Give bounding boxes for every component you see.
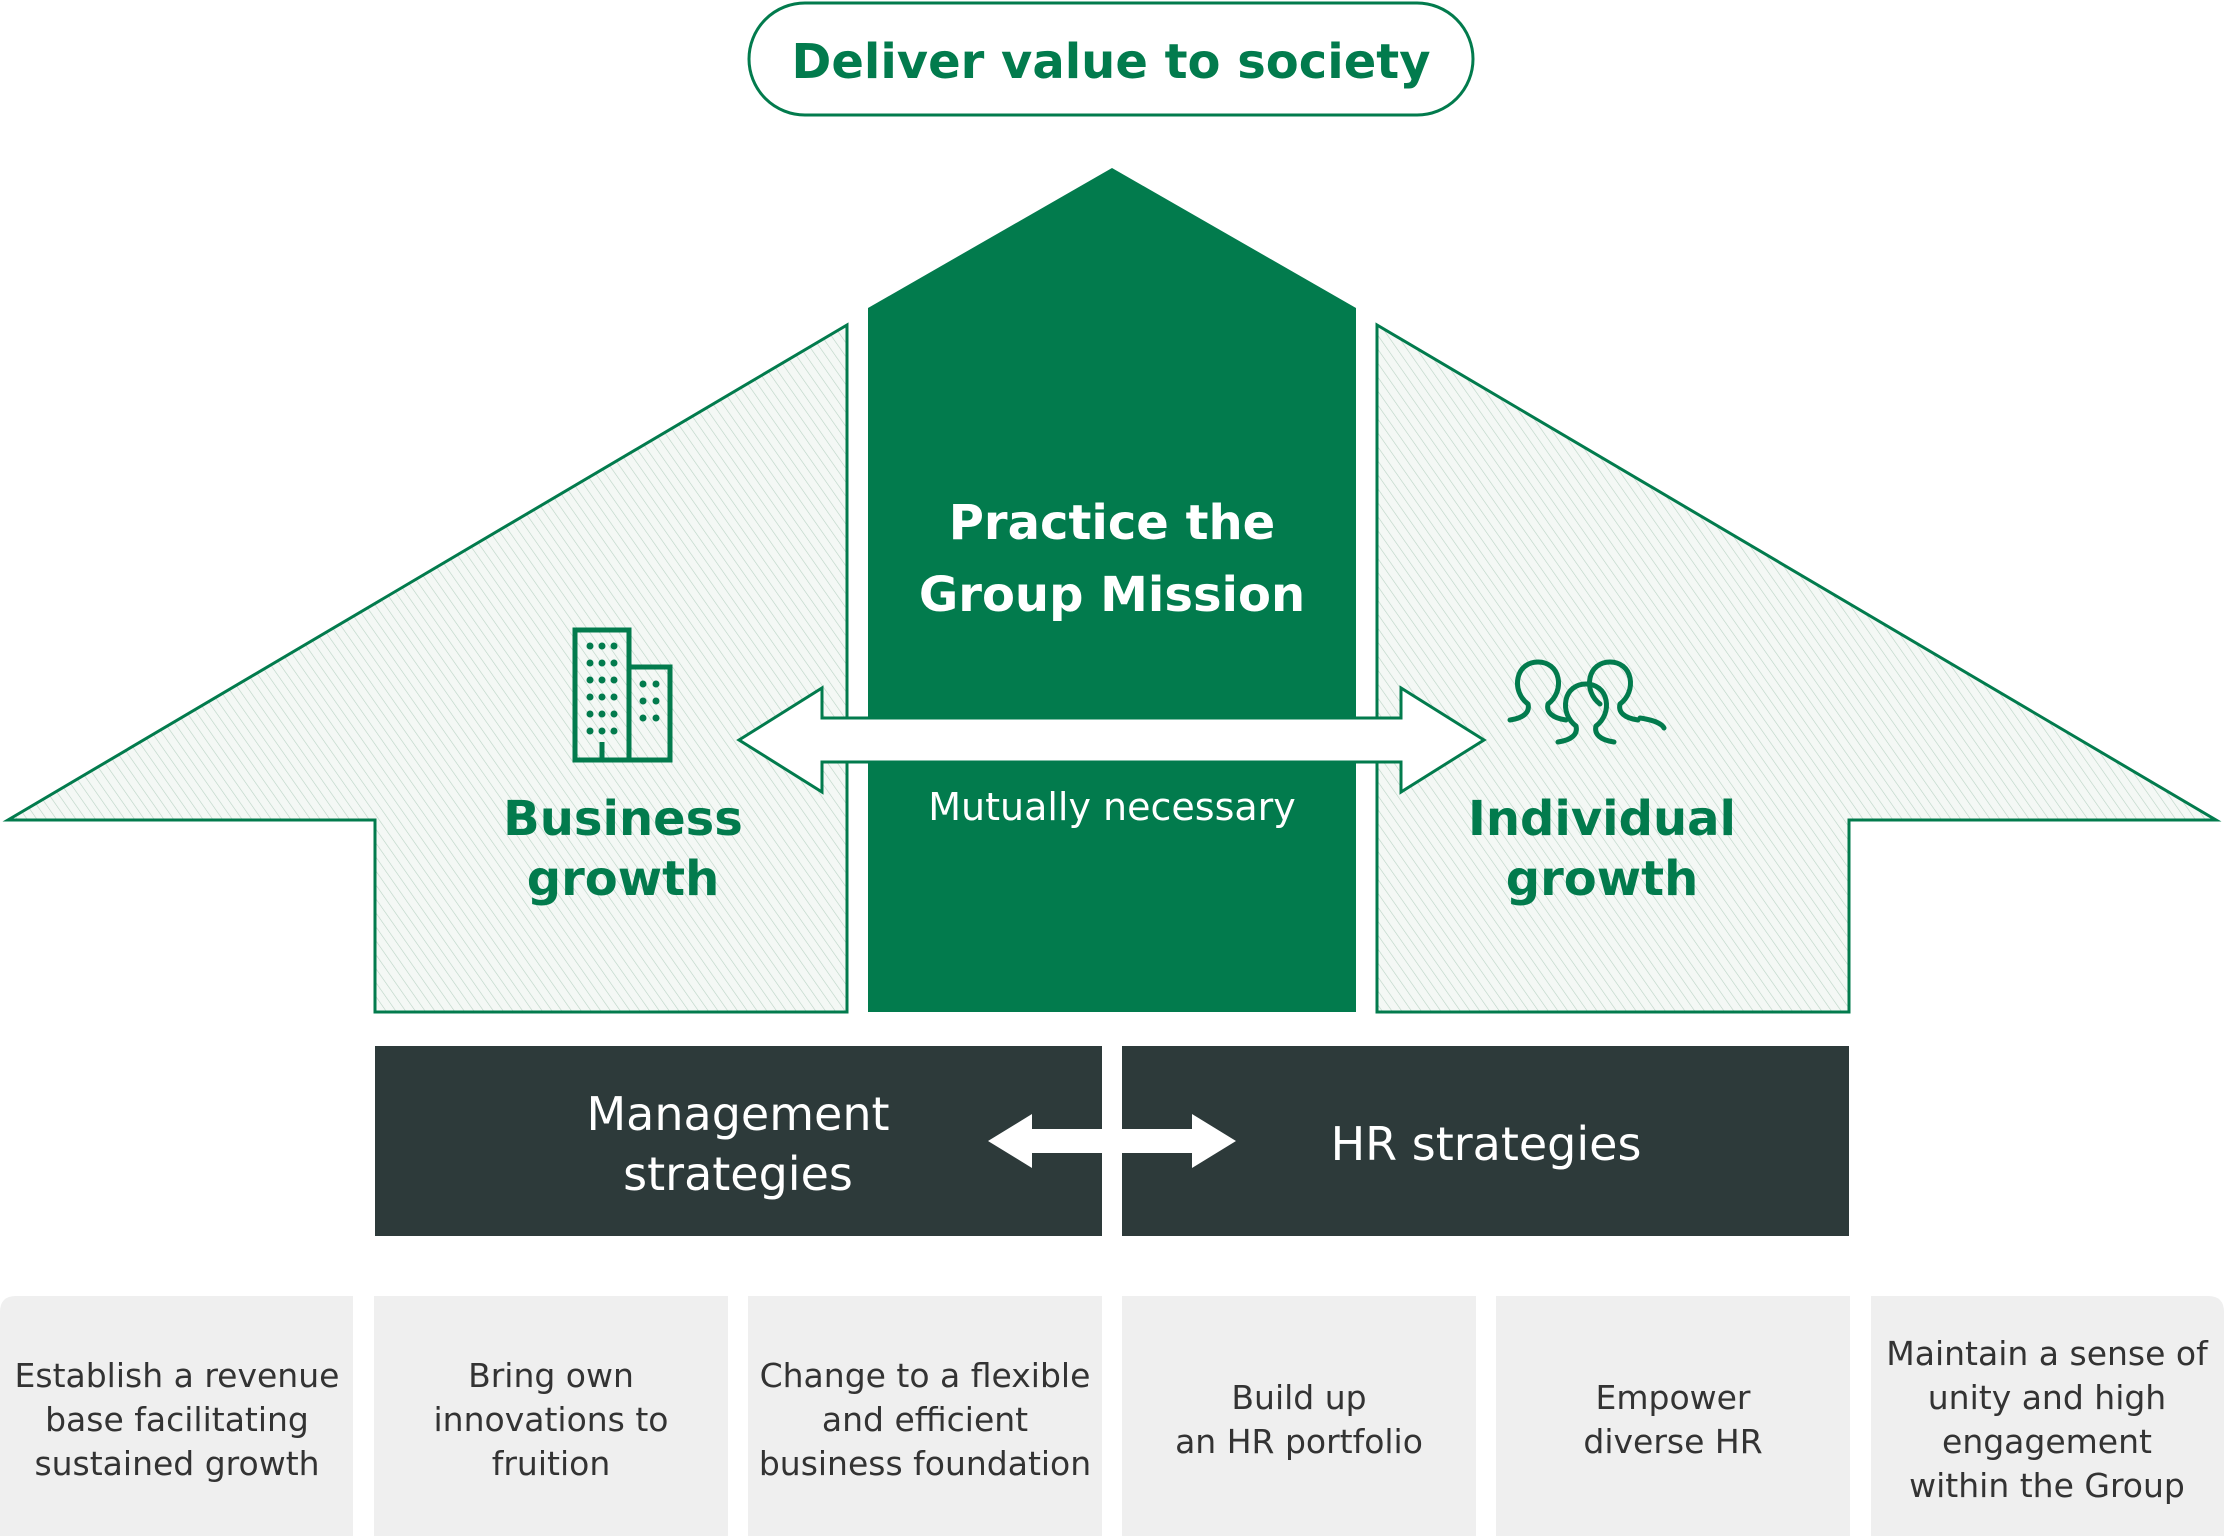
- pillar-1-box: [0, 1296, 353, 1536]
- individual-growth-line-1: Individual: [1468, 791, 1736, 847]
- mission-line-2: Group Mission: [919, 567, 1305, 623]
- pillar-6-line-1: Maintain a sense of: [1886, 1334, 2209, 1373]
- pillar-6-line-3: engagement: [1942, 1422, 2152, 1461]
- pillar-2-line-1: Bring own: [468, 1356, 634, 1395]
- pillar-1-line-2: base facilitating: [45, 1400, 309, 1439]
- pillar-3-line-3: business foundation: [759, 1444, 1091, 1483]
- pillar-3-line-1: Change to a flexible: [760, 1356, 1091, 1395]
- pillar-6-line-4: within the Group: [1909, 1466, 2185, 1505]
- business-growth-line-1: Business: [503, 791, 743, 847]
- people-icon: [1507, 659, 1667, 745]
- building-icon: [572, 627, 673, 763]
- pillar-4-box: [1122, 1296, 1476, 1536]
- pillar-3-box: [748, 1296, 1102, 1536]
- pillar-6-line-2: unity and high: [1928, 1378, 2166, 1417]
- strategies-double-arrow: [988, 1114, 1236, 1168]
- management-strategies-line-1: Management: [586, 1087, 889, 1141]
- management-strategies-line-2: strategies: [623, 1147, 853, 1201]
- mission-line-1: Practice the: [949, 495, 1275, 551]
- pillar-2-line-2: innovations to: [434, 1400, 669, 1439]
- mutual-double-arrow: [736, 685, 1487, 795]
- pillar-5-line-2: diverse HR: [1583, 1422, 1762, 1461]
- value-label: Deliver value to society: [792, 34, 1431, 90]
- pillar-6-box: [1871, 1296, 2224, 1536]
- individual-growth-line-2: growth: [1506, 851, 1698, 907]
- individual-growth-wing: [1375, 322, 2222, 1014]
- business-growth-line-2: growth: [527, 851, 719, 907]
- mutually-necessary-label: Mutually necessary: [928, 785, 1296, 829]
- pillar-4-line-1: Build up: [1231, 1378, 1366, 1417]
- hr-strategies-label: HR strategies: [1331, 1117, 1642, 1171]
- pillar-4-line-2: an HR portfolio: [1175, 1422, 1423, 1461]
- pillar-2-box: [374, 1296, 728, 1536]
- pillar-5-line-1: Empower: [1596, 1378, 1751, 1417]
- value-pill: [747, 1, 1475, 117]
- group-mission-house: [868, 168, 1356, 1012]
- pillar-2-line-3: fruition: [492, 1444, 610, 1483]
- management-strategies-bar: [375, 1046, 1102, 1236]
- pillar-3-line-2: and efficient: [822, 1400, 1028, 1439]
- pillar-1-line-1: Establish a revenue: [15, 1356, 340, 1395]
- pillar-row: Establish a revenue base facilitating su…: [0, 1296, 2224, 1536]
- business-growth-wing: [2, 322, 849, 1014]
- pillar-5-box: [1496, 1296, 1850, 1536]
- pillar-1-line-3: sustained growth: [34, 1444, 319, 1483]
- hr-strategies-bar: [1122, 1046, 1849, 1236]
